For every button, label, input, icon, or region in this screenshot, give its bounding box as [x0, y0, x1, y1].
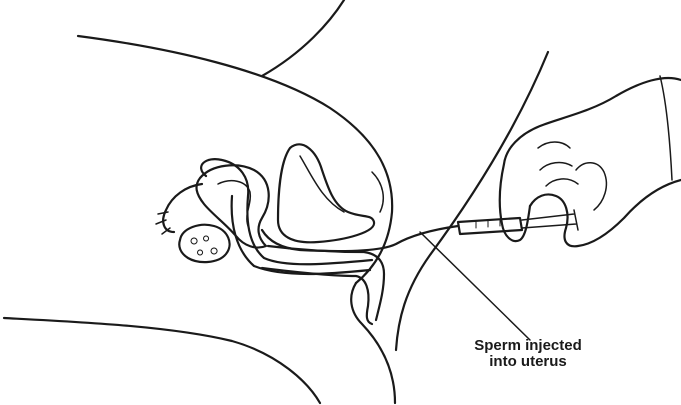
lower-body-outline — [4, 318, 320, 403]
label-line-1: Sperm injected — [448, 338, 608, 354]
uterine-cavity — [218, 181, 250, 226]
finger-lines — [538, 142, 578, 186]
label-leader-line — [420, 232, 530, 340]
bladder — [278, 144, 374, 242]
thigh-outline — [262, 0, 344, 76]
leg-outline — [396, 52, 548, 350]
glove-cuff — [660, 76, 672, 180]
ovary — [179, 225, 229, 262]
syringe-plunger — [522, 210, 578, 230]
thumb — [576, 163, 606, 210]
pubic-bone — [372, 172, 383, 212]
hand-outline — [500, 78, 681, 241]
ovary-follicles — [191, 236, 217, 255]
syringe-barrel — [458, 218, 522, 234]
abdomen-outline — [78, 36, 392, 283]
perineum-outline — [351, 283, 395, 403]
figure-label: Sperm injected into uterus — [448, 338, 608, 370]
label-line-2: into uterus — [448, 354, 608, 370]
